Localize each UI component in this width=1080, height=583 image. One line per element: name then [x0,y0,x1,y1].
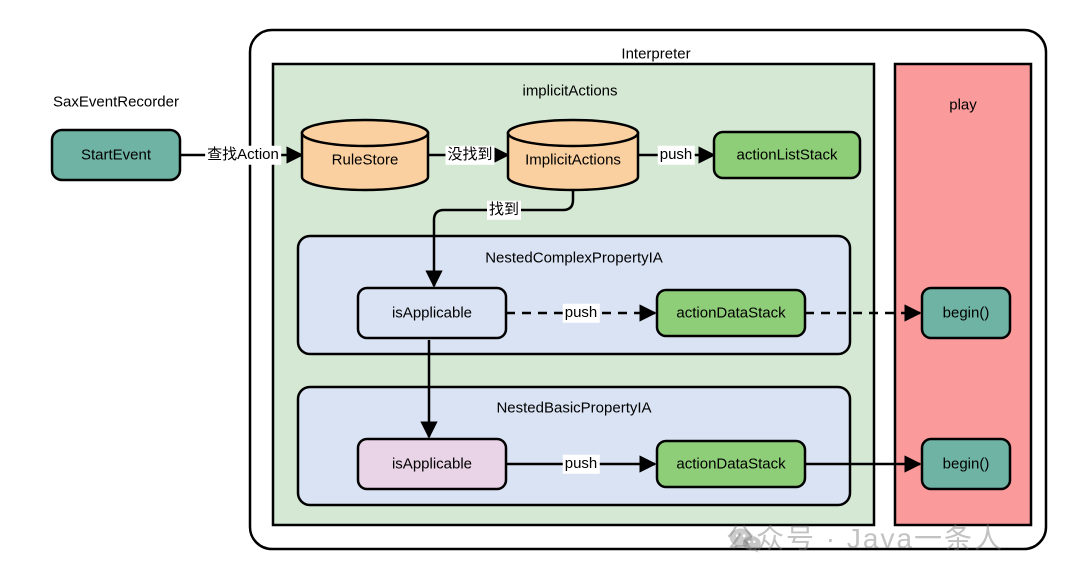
node-is-applicable-complex[interactable] [356,286,508,340]
edge-label-push-complex: push [562,303,600,323]
node-begin-complex[interactable] [920,286,1012,340]
edge-label-push-action-list: push [657,145,695,165]
container-label-interpreter: Interpreter [621,45,691,63]
edge-label-find-action: 查找Action [205,145,281,165]
node-is-applicable-basic[interactable] [356,437,508,491]
node-start-event[interactable] [50,128,182,182]
node-action-list-stack[interactable] [712,130,862,180]
edge-label-push-basic: push [562,454,600,474]
edge-label-not-found: 没找到 [445,145,495,165]
node-action-data-stack-complex[interactable] [655,288,807,338]
container-label-nested-complex-property-ia: NestedComplexPropertyIA [485,249,663,267]
watermark-text: 公众号 · Java一条人 [726,523,1005,554]
container-label-play: play [949,96,977,114]
container-label-implicit-actions: implicitActions [522,82,618,100]
node-begin-basic[interactable] [920,437,1012,491]
edge-label-found: 找到 [486,200,522,220]
node-action-data-stack-basic[interactable] [655,439,807,489]
wechat-icon [729,528,761,553]
container-label-nested-basic-property-ia: NestedBasicPropertyIA [496,399,652,417]
node-rule-store[interactable] [300,118,430,192]
node-implicit-actions-store[interactable] [506,118,640,192]
